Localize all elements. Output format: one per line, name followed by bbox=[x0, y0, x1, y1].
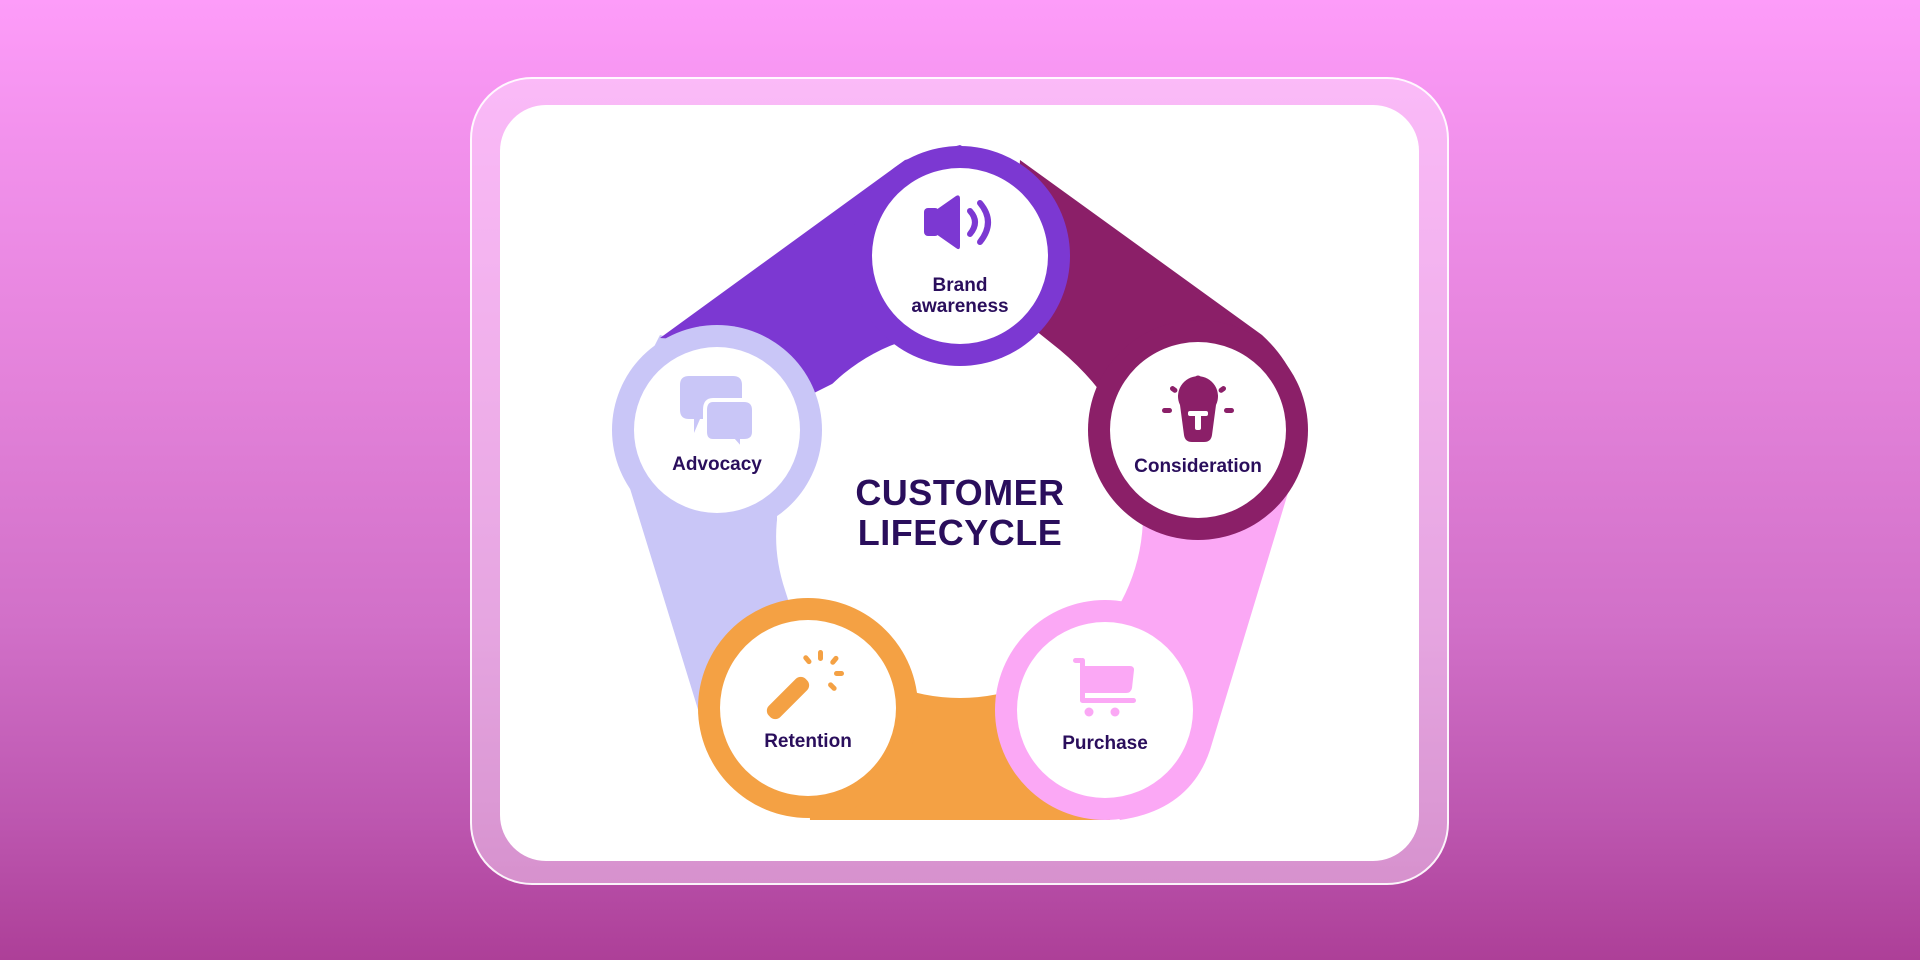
stage-label: Purchase bbox=[1062, 733, 1148, 754]
diagram-title-line2: LIFECYCLE bbox=[858, 512, 1063, 553]
stage-purchase[interactable]: Purchase bbox=[995, 600, 1215, 820]
stage-label: Consideration bbox=[1134, 456, 1262, 477]
stage-brand-awareness[interactable]: Brand awareness bbox=[850, 146, 1070, 366]
stage-label: Retention bbox=[764, 731, 852, 752]
magic-wand-icon bbox=[766, 650, 844, 720]
stage-advocacy[interactable]: Advocacy bbox=[612, 325, 822, 535]
diagram-title-line1: CUSTOMER bbox=[855, 472, 1064, 513]
stage-label: Brand bbox=[933, 275, 988, 296]
chat-bubbles-icon bbox=[680, 376, 756, 456]
stage-label: Advocacy bbox=[672, 454, 762, 475]
megaphone-speaker-icon bbox=[924, 195, 991, 250]
stage-label: awareness bbox=[911, 296, 1008, 317]
shopping-cart-icon bbox=[1073, 658, 1136, 717]
lightbulb-icon bbox=[1162, 375, 1234, 442]
stage-consideration[interactable]: Consideration bbox=[1088, 320, 1308, 540]
stage-retention[interactable]: Retention bbox=[698, 598, 918, 818]
